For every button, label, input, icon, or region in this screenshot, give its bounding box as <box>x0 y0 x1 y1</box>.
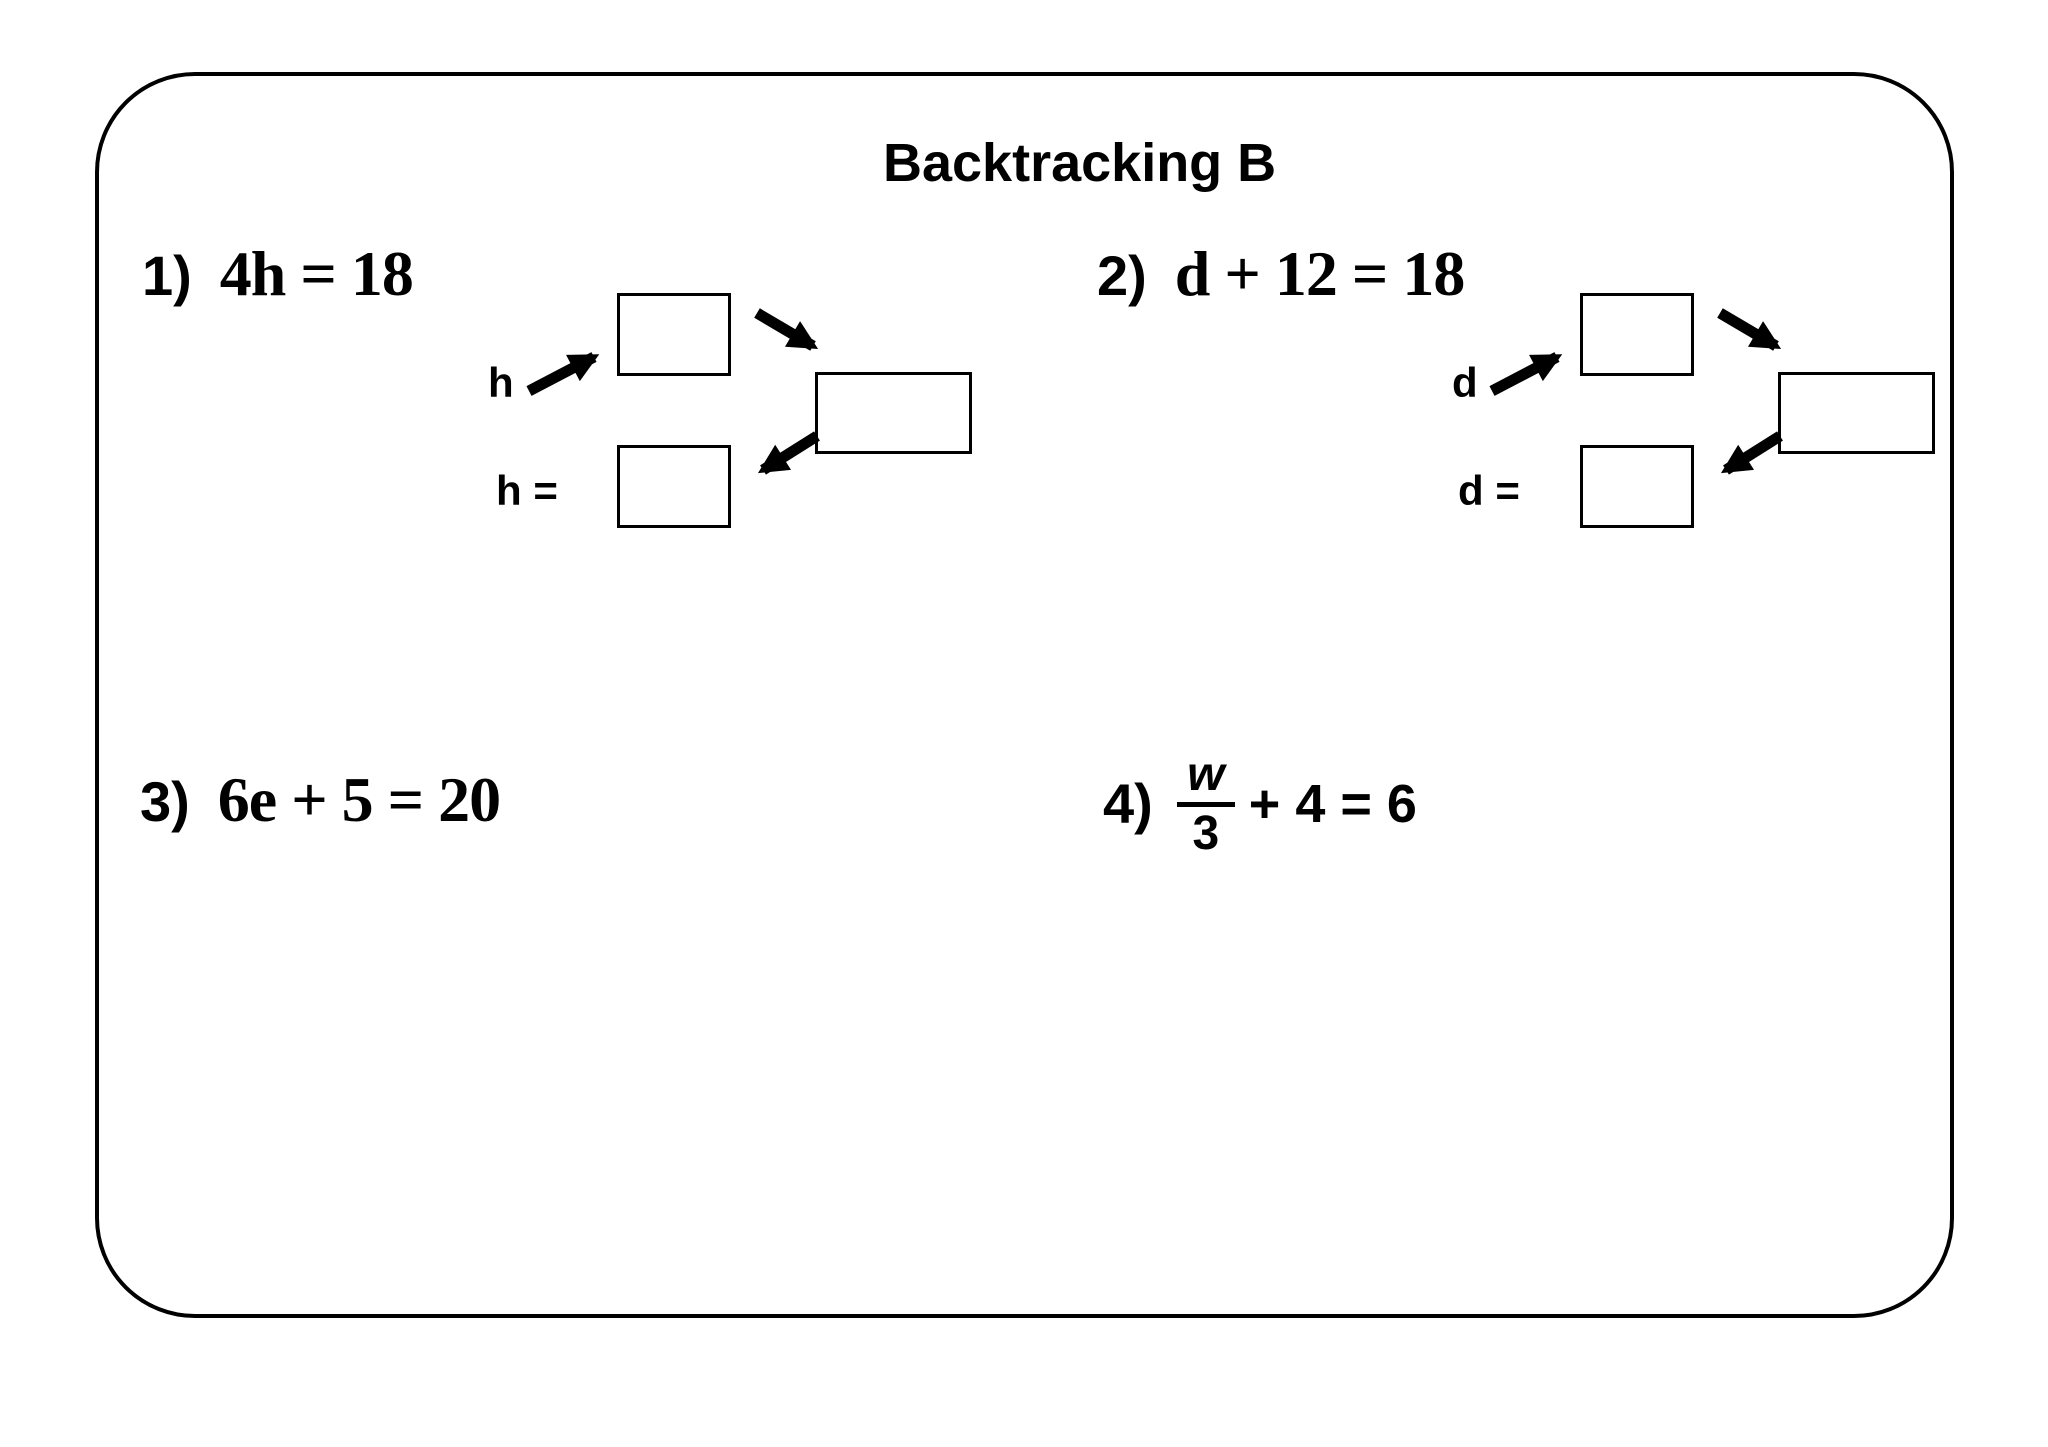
problem-1-number: 1) <box>142 244 192 307</box>
problem-3-number: 3) <box>140 770 190 833</box>
problem-3-equation-row: 3) 6e + 5 = 20 <box>140 764 501 835</box>
p2-answer-label: d = <box>1458 467 1520 514</box>
problem-4-number: 4) <box>1103 772 1153 836</box>
p2-box-bottom[interactable] <box>1580 445 1694 528</box>
problem-1-equation: 4h = 18 <box>219 238 414 309</box>
fraction-denominator: 3 <box>1192 806 1220 860</box>
worksheet-border <box>95 72 1954 1318</box>
problem-1-equation-row: 1) 4h = 18 <box>142 238 414 309</box>
p2-box-right[interactable] <box>1778 372 1935 454</box>
p1-answer-label: h = <box>496 467 558 514</box>
fraction-numerator: w <box>1187 748 1225 801</box>
p1-box-bottom[interactable] <box>617 445 731 528</box>
problem-4-equation-rest: + 4 = 6 <box>1248 774 1417 835</box>
problem-4-equation-row: 4) w 3 + 4 = 6 <box>1103 748 1417 860</box>
problem-3-equation: 6e + 5 = 20 <box>217 764 501 835</box>
fraction-bar <box>1176 801 1235 807</box>
p1-variable-label: h <box>488 359 514 406</box>
p1-box-top[interactable] <box>617 293 731 376</box>
problem-2-equation: d + 12 = 18 <box>1174 238 1466 309</box>
p2-variable-label: d <box>1452 359 1478 406</box>
worksheet-title: Backtracking B <box>883 133 1277 193</box>
p1-box-right[interactable] <box>815 372 972 454</box>
problem-2-equation-row: 2) d + 12 = 18 <box>1097 238 1466 309</box>
problem-4-fraction: w 3 <box>1176 748 1235 860</box>
problem-2-number: 2) <box>1097 244 1147 307</box>
p2-box-top[interactable] <box>1580 293 1694 376</box>
